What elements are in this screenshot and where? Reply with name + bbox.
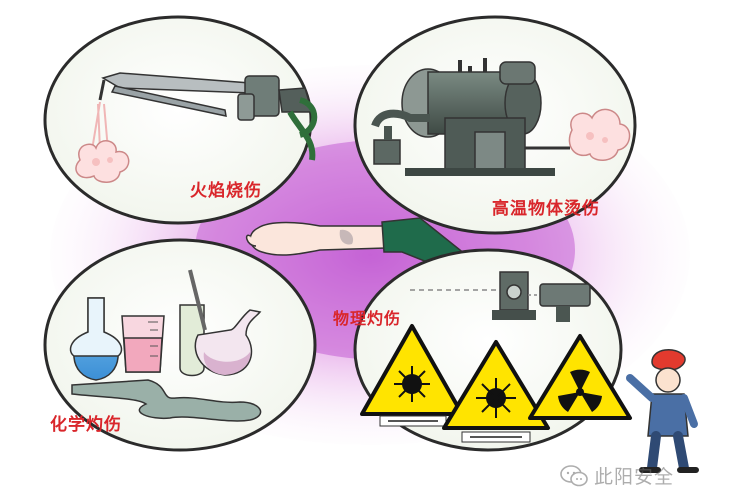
lab-flask-icon [69,269,262,381]
chemical-burn-label: 化学灼伤 [50,415,122,435]
panel-hot-object-scald [353,15,637,235]
panel-chemical-burn [43,238,317,452]
wechat-icon [560,464,588,486]
panel-physical-burn [353,248,632,452]
flame-burn-label: 火焰烧伤 [190,181,262,201]
watermark: 此阳安全 [560,462,674,489]
welding-torch-icon [98,72,318,161]
watermark-text: 此阳安全 [594,466,675,488]
physical-burn-label: 物理灼伤 [333,309,402,328]
radiation-warning-icon [528,334,632,420]
laser-warning-icon [360,324,464,427]
steam-puff [568,108,631,161]
flame-spray [75,101,130,183]
worker-figure-icon [626,349,699,473]
explosion-warning-icon [442,340,550,443]
hot-object-scald-label: 高温物体烫伤 [492,199,600,219]
panel-flame-burn [43,15,318,225]
boiler-machine-icon [371,58,570,176]
spilled-chemical [71,379,262,422]
laser-device-icon [410,271,591,322]
